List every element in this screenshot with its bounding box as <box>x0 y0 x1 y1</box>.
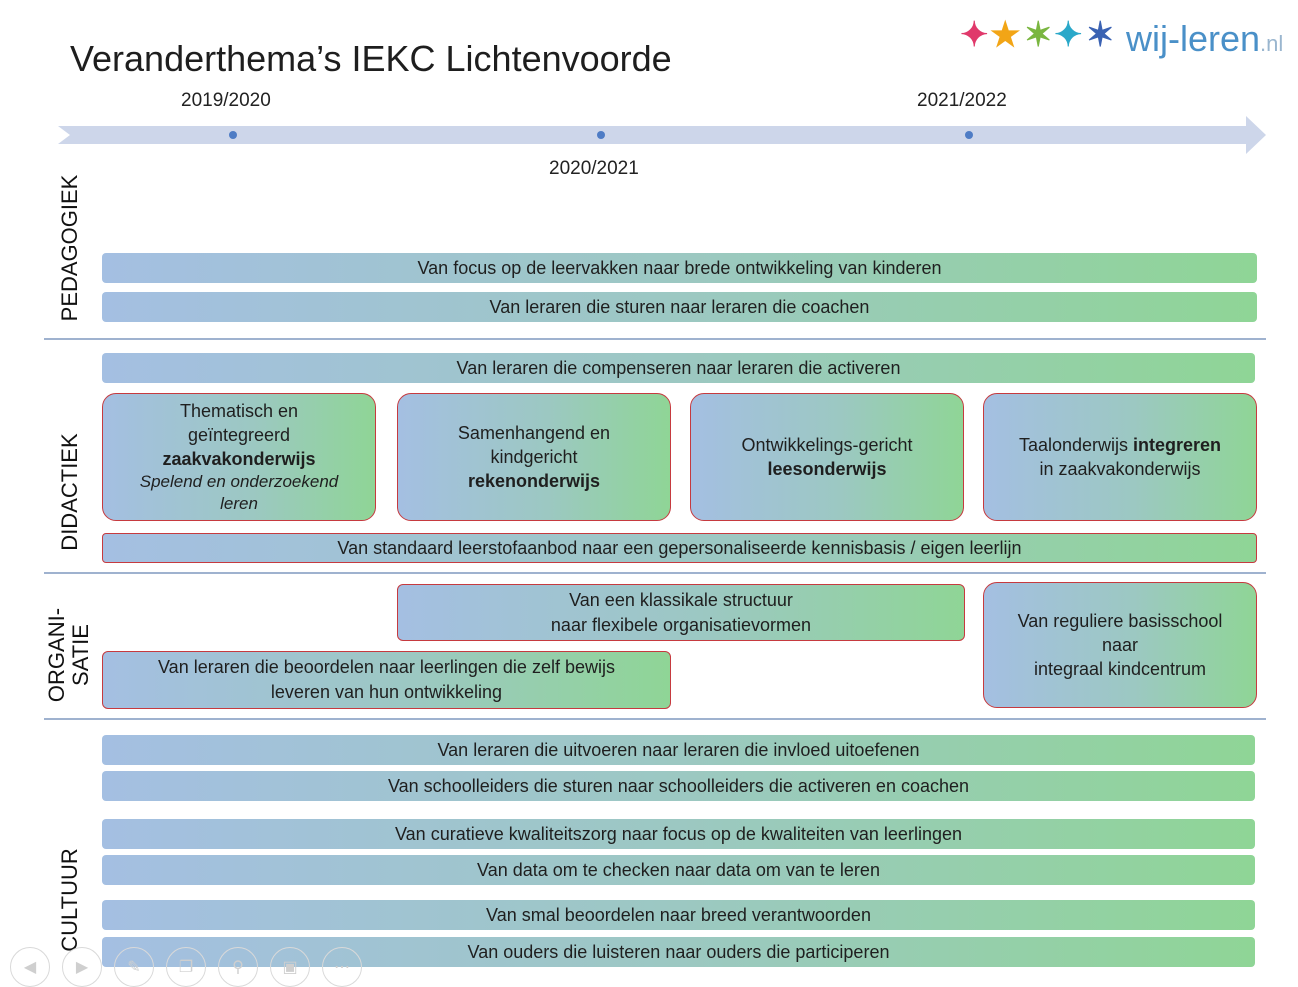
didactiek-box-taal: Taalonderwijs integreren in zaakvakonder… <box>983 393 1257 521</box>
next-icon[interactable]: ▶ <box>62 947 102 987</box>
timeline-marker <box>229 131 237 139</box>
figure-icon: ✶ <box>1024 16 1053 54</box>
theme-bar: Van smal beoordelen naar breed verantwoo… <box>102 900 1255 930</box>
year-label: 2021/2022 <box>917 90 1007 111</box>
page-title: Veranderthema’s IEKC Lichtenvoorde <box>70 38 672 79</box>
didactiek-box-lezen: Ontwikkelings-gericht leesonderwijs <box>690 393 964 521</box>
theme-bar: Van leraren die compenseren naar leraren… <box>102 353 1255 383</box>
theme-bar: Van focus op de leervakken naar brede on… <box>102 253 1257 283</box>
section-divider <box>44 718 1266 720</box>
didactiek-box-rekenen: Samenhangend en kindgericht rekenonderwi… <box>397 393 671 521</box>
organisatie-box-beoordelen: Van leraren die beoordelen naar leerling… <box>102 651 671 709</box>
pen-icon[interactable]: ✎ <box>114 947 154 987</box>
year-label: 2020/2021 <box>549 158 639 179</box>
section-label-pedagogiek: PEDAGOGIEK <box>57 174 82 322</box>
prev-icon[interactable]: ◀ <box>10 947 50 987</box>
theme-bar: Van standaard leerstofaanbod naar een ge… <box>102 533 1257 563</box>
theme-bar: Van leraren die sturen naar leraren die … <box>102 292 1257 322</box>
theme-bar: Van curatieve kwaliteitszorg naar focus … <box>102 819 1255 849</box>
section-label-organisatie: ORGANI-SATIE <box>44 607 93 703</box>
figure-icon: ★ <box>990 16 1021 54</box>
figure-icon: ✶ <box>1086 16 1115 54</box>
screen-icon[interactable]: ▣ <box>270 947 310 987</box>
wij-leren-logo: ✦ ★ ✶ ✦ ✶ wij-leren.nl <box>958 14 1298 64</box>
year-label: 2019/2020 <box>181 90 271 111</box>
theme-bar: Van leraren die uitvoeren naar leraren d… <box>102 735 1255 765</box>
section-divider <box>44 338 1266 340</box>
section-label-didactiek: DIDACTIEK <box>57 433 82 551</box>
didactiek-box-zaakvak: Thematisch en geïntegreerd zaakvakonderw… <box>102 393 376 521</box>
section-divider <box>44 572 1266 574</box>
figure-icon: ✦ <box>960 16 989 54</box>
organisatie-box-klassikaal: Van een klassikale structuur naar flexib… <box>397 584 965 641</box>
organisatie-box-kindcentrum: Van reguliere basisschool naar integraal… <box>983 582 1257 708</box>
theme-bar: Van data om te checken naar data om van … <box>102 855 1255 885</box>
timeline-arrow <box>58 116 1266 154</box>
timeline-marker <box>597 131 605 139</box>
copy-icon[interactable]: ❐ <box>166 947 206 987</box>
more-icon[interactable]: ⋯ <box>322 947 362 987</box>
timeline-marker <box>965 131 973 139</box>
zoom-icon[interactable]: ⚲ <box>218 947 258 987</box>
figure-icon: ✦ <box>1054 16 1083 54</box>
theme-bar: Van schoolleiders die sturen naar school… <box>102 771 1255 801</box>
logo-text: wij-leren.nl <box>1126 18 1284 59</box>
